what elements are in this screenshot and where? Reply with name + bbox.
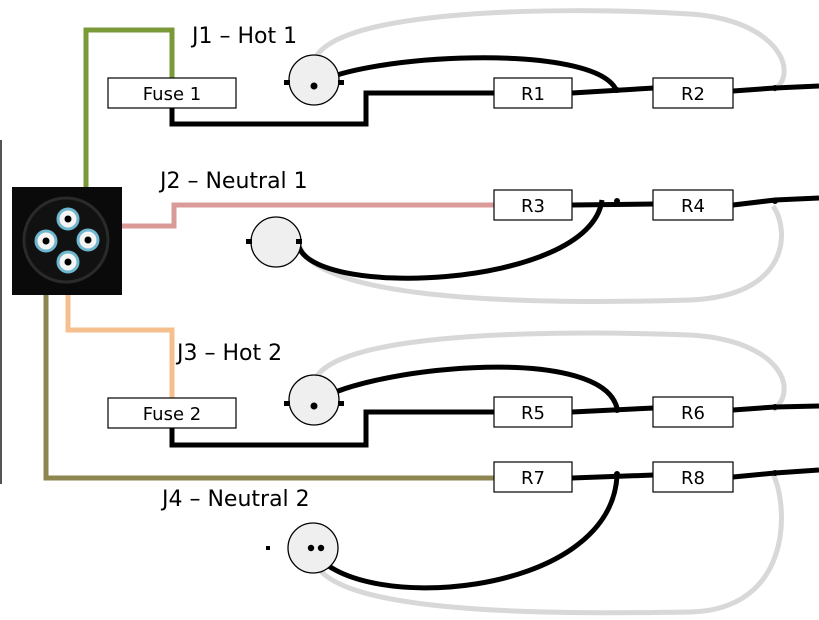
resistor-r1[interactable]: R1	[493, 77, 573, 109]
connector-face	[22, 196, 110, 284]
fuse-label: Fuse 1	[143, 84, 201, 105]
jack-j4[interactable]	[266, 522, 339, 574]
resistor-r7[interactable]: R7	[493, 461, 573, 493]
peach-wire	[65, 264, 175, 398]
resistor-label: R7	[521, 468, 545, 489]
jack-center-dot	[307, 544, 315, 552]
junction-dot	[772, 404, 778, 410]
resistor-label: R1	[521, 84, 545, 105]
wire-j3-to-r5r6	[312, 364, 620, 409]
olive-wire	[43, 242, 496, 481]
junction-dot	[614, 471, 620, 477]
jack-label-j2: J2 – Neutral 1	[158, 169, 308, 194]
jack-label-j3: J3 – Hot 2	[175, 341, 282, 366]
fuse-label: Fuse 2	[143, 404, 201, 425]
resistor-label: R4	[681, 196, 705, 217]
resistor-box	[493, 77, 573, 109]
jack-circle	[288, 374, 340, 426]
fuse-2[interactable]: Fuse 2	[107, 397, 237, 429]
resistor-box	[652, 396, 734, 428]
gray-loop-2	[295, 204, 784, 304]
jack-tab-left	[284, 401, 290, 406]
jack-tab-right	[338, 401, 344, 406]
jack-center-dot	[310, 402, 318, 410]
jack-j2[interactable]	[246, 216, 302, 268]
jack-label-j1: J1 – Hot 1	[190, 24, 297, 49]
resistor-label: R8	[681, 468, 705, 489]
resistor-r2[interactable]: R2	[652, 77, 734, 109]
jack-j3[interactable]	[284, 374, 344, 426]
resistor-r8[interactable]: R8	[652, 461, 734, 493]
jack-tab-right	[296, 239, 302, 244]
jack-j1[interactable]	[284, 54, 344, 106]
resistor-r6[interactable]: R6	[652, 396, 734, 428]
jack-tab-left	[266, 546, 270, 550]
resistor-r3[interactable]: R3	[493, 189, 573, 221]
fuse-box	[107, 397, 237, 429]
jack-tab-left	[246, 239, 252, 244]
four-pin-connector	[12, 187, 122, 295]
junction-dots	[614, 85, 778, 477]
pin-hole	[84, 236, 92, 244]
wire-j2-to-r3r4	[295, 199, 605, 281]
wire-fuse2-r5	[169, 409, 496, 448]
pin-hole	[64, 215, 72, 223]
pink-wire	[88, 202, 496, 229]
wire-j4-to-r7r8	[310, 475, 620, 591]
resistor-r4[interactable]: R4	[652, 189, 734, 221]
resistor-label: R5	[521, 403, 545, 424]
jack-label-j4: J4 – Neutral 2	[160, 487, 310, 512]
green-wire	[83, 27, 175, 240]
jack-center-dot	[310, 82, 318, 90]
gray-loop-3	[311, 330, 787, 413]
junction-dot	[614, 198, 620, 204]
jack-center-dot	[317, 544, 325, 552]
fuse-1[interactable]: Fuse 1	[107, 77, 237, 109]
jack-circle	[250, 216, 302, 268]
resistor-label: R3	[521, 196, 545, 217]
wire-r5-r6	[571, 405, 655, 415]
resistor-label: R2	[681, 84, 705, 105]
junction-dot	[614, 87, 620, 93]
junction-dot	[614, 407, 620, 413]
junction-dot	[772, 85, 778, 91]
resistor-r5[interactable]: R5	[493, 396, 573, 428]
gray-loop-1	[311, 8, 787, 93]
wire-r1-r2	[571, 85, 655, 96]
junction-dot	[772, 470, 778, 476]
gray-loops	[295, 8, 787, 616]
gray-loop-4	[311, 472, 784, 616]
junction-dot	[772, 198, 778, 204]
pin-hole	[64, 258, 72, 266]
resistor-box	[493, 461, 573, 493]
wire-r7-r8	[571, 472, 655, 481]
resistor-label: R6	[681, 403, 705, 424]
pin-hole	[42, 237, 50, 245]
resistor-box	[652, 461, 734, 493]
jack-tab-right	[338, 80, 344, 85]
resistor-box	[652, 189, 734, 221]
resistor-box	[493, 189, 573, 221]
resistor-box	[493, 396, 573, 428]
resistor-box	[652, 77, 734, 109]
wire-fuse1-r1	[169, 90, 496, 127]
jack-circle	[288, 54, 340, 106]
fuse-box	[107, 77, 237, 109]
jack-tab-left	[284, 80, 290, 85]
wire-r3-r4	[571, 201, 655, 208]
